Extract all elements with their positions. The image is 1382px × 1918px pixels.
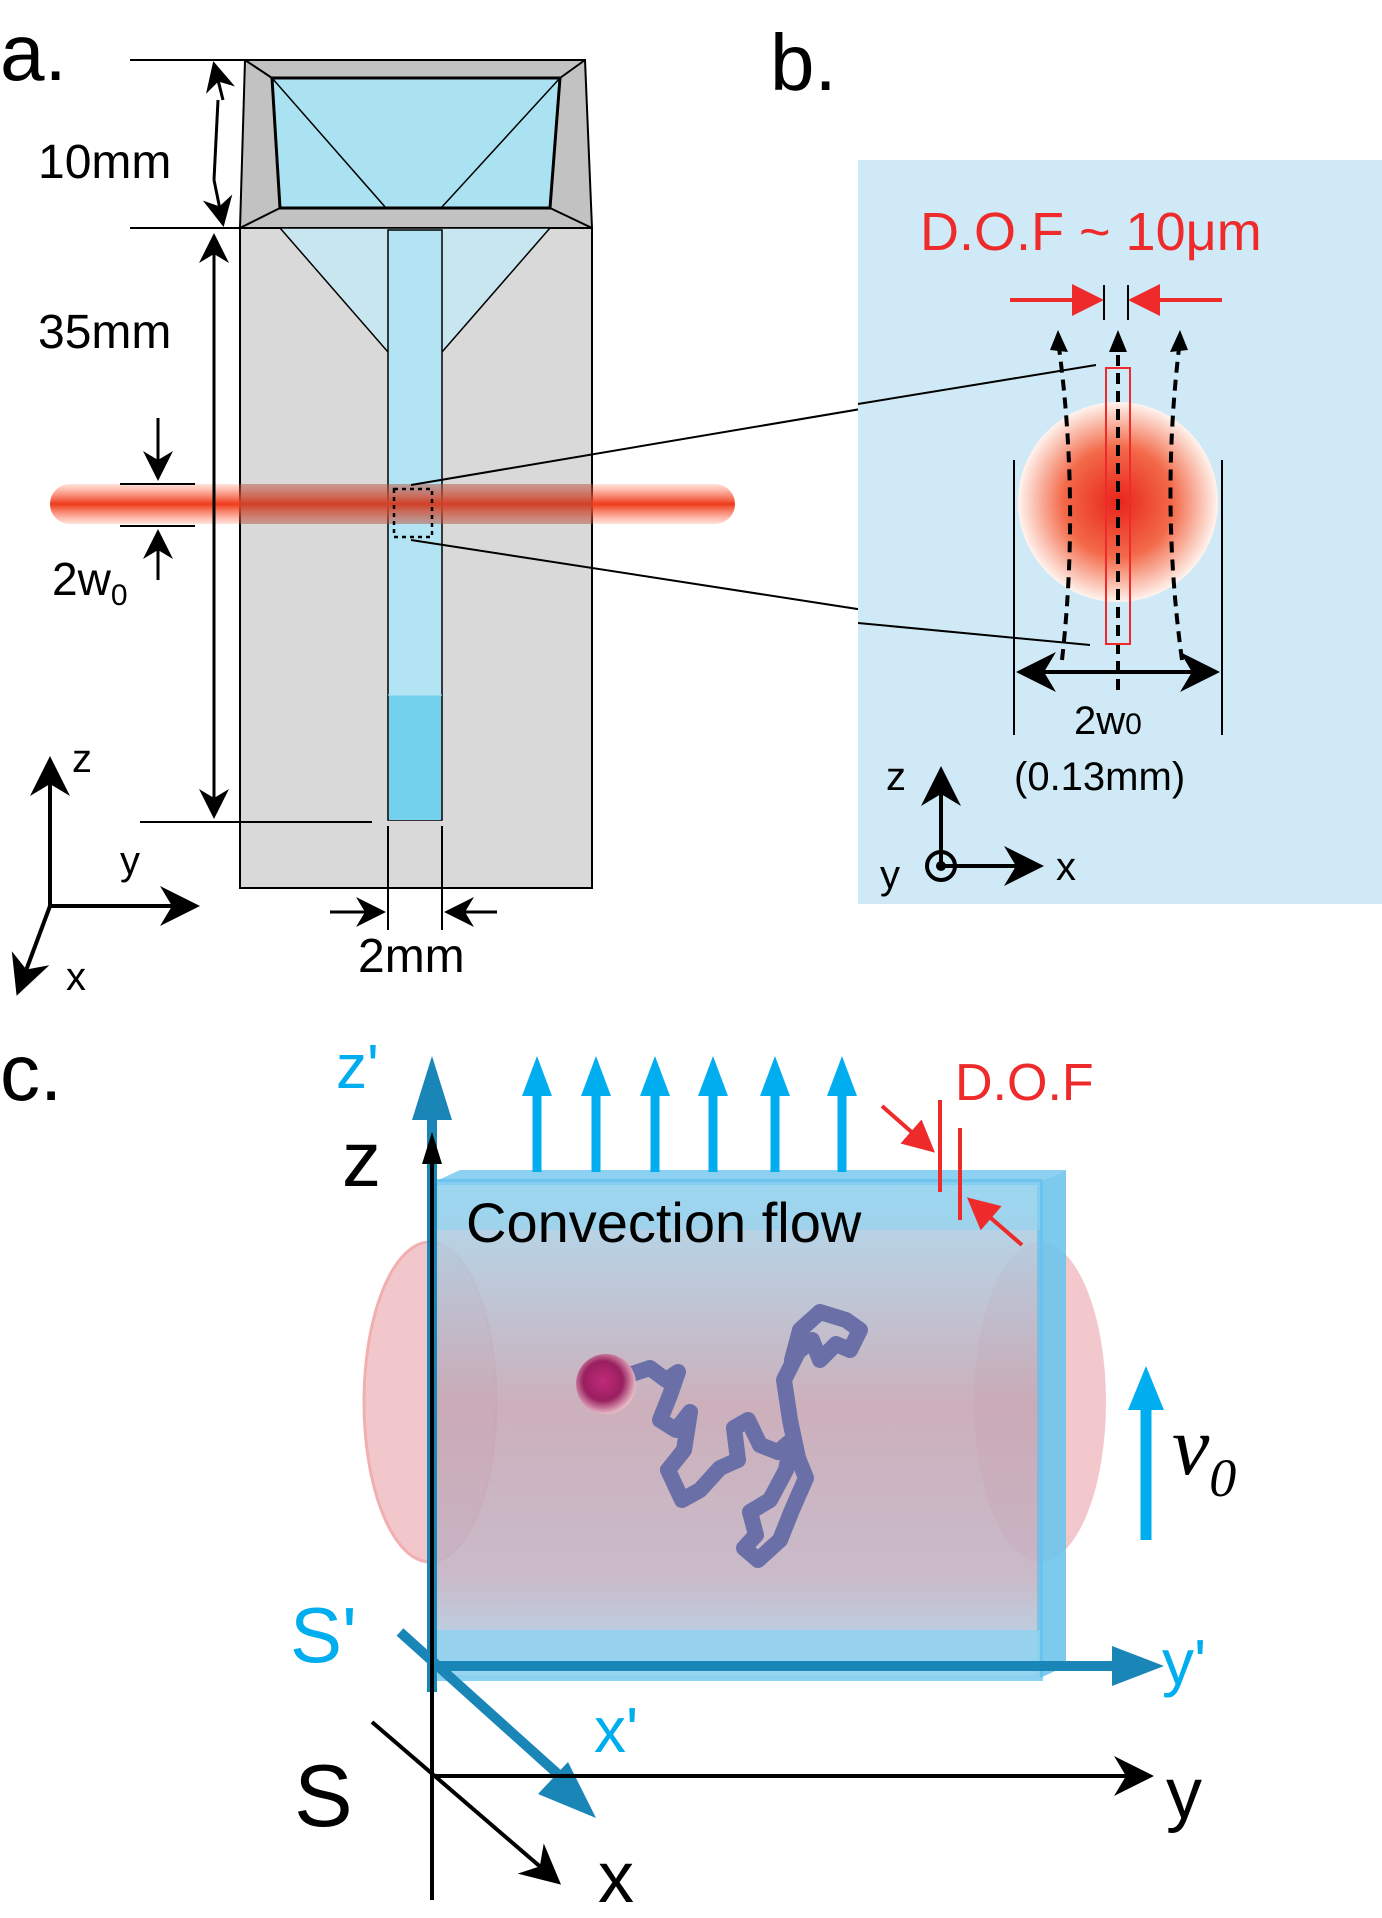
focus-box (392, 487, 434, 539)
axis-z-c: z (342, 1115, 381, 1203)
cuvette-window (270, 76, 562, 210)
axis-x-a: x (66, 955, 86, 999)
flow-label: Convection flow (466, 1191, 862, 1254)
frame-s-label: S (294, 1746, 353, 1845)
axis-y-a: y (120, 839, 140, 883)
waist-value-b: (0.13mm) (1014, 755, 1185, 799)
panel-c-label: c. (0, 1028, 62, 1117)
axes-a: z y x (11, 737, 200, 999)
dim-arrow-top (205, 61, 236, 101)
axis-x-b: x (1056, 845, 1076, 889)
velocity-label: v0 (1172, 1400, 1236, 1508)
dof-slab (1105, 367, 1131, 645)
dim-body-label: 35mm (38, 306, 171, 359)
flow-volume (431, 1170, 1066, 1681)
beam-edge-right (1168, 339, 1184, 661)
axis-x-c: x (598, 1838, 634, 1918)
convection-arrows (522, 1056, 857, 1172)
panel-b: b. D.O.F ~ 10μm 2w0 (0.13mm) (770, 18, 1382, 904)
axis-z-b: z (886, 755, 906, 799)
axis-zp-c: z' (336, 1033, 379, 1102)
dof-label-c: D.O.F (955, 1054, 1094, 1112)
channel-liquid (389, 695, 441, 820)
waist-label-b: 2w0 (1074, 699, 1142, 743)
panel-b-label: b. (770, 18, 837, 107)
frame-s (370, 1132, 1154, 1900)
beam-edge-left (1056, 339, 1073, 661)
dof-label-b: D.O.F ~ 10μm (920, 202, 1262, 262)
axis-y-c: y (1166, 1754, 1202, 1834)
axis-y-b: y (880, 853, 900, 897)
laser-beam (50, 484, 735, 524)
panel-c: c. Convection flow (0, 1028, 1236, 1918)
channel-width-label: 2mm (358, 930, 465, 983)
waist-label-a: 2w0 (52, 553, 128, 612)
velocity-arrow (1128, 1366, 1164, 1540)
panel-a: a. 10mm 35mm (0, 8, 1091, 999)
frame-sp-label: S' (290, 1591, 357, 1679)
panel-a-label: a. (0, 8, 67, 97)
brownian-trajectory (612, 1304, 868, 1568)
axis-xp-c: x' (594, 1694, 638, 1766)
particle (576, 1354, 636, 1414)
dim-top-label: 10mm (38, 136, 171, 189)
axis-z-a: z (72, 737, 92, 781)
axes-b: z y x (880, 755, 1076, 897)
axis-yp-c: y' (1162, 1626, 1206, 1698)
